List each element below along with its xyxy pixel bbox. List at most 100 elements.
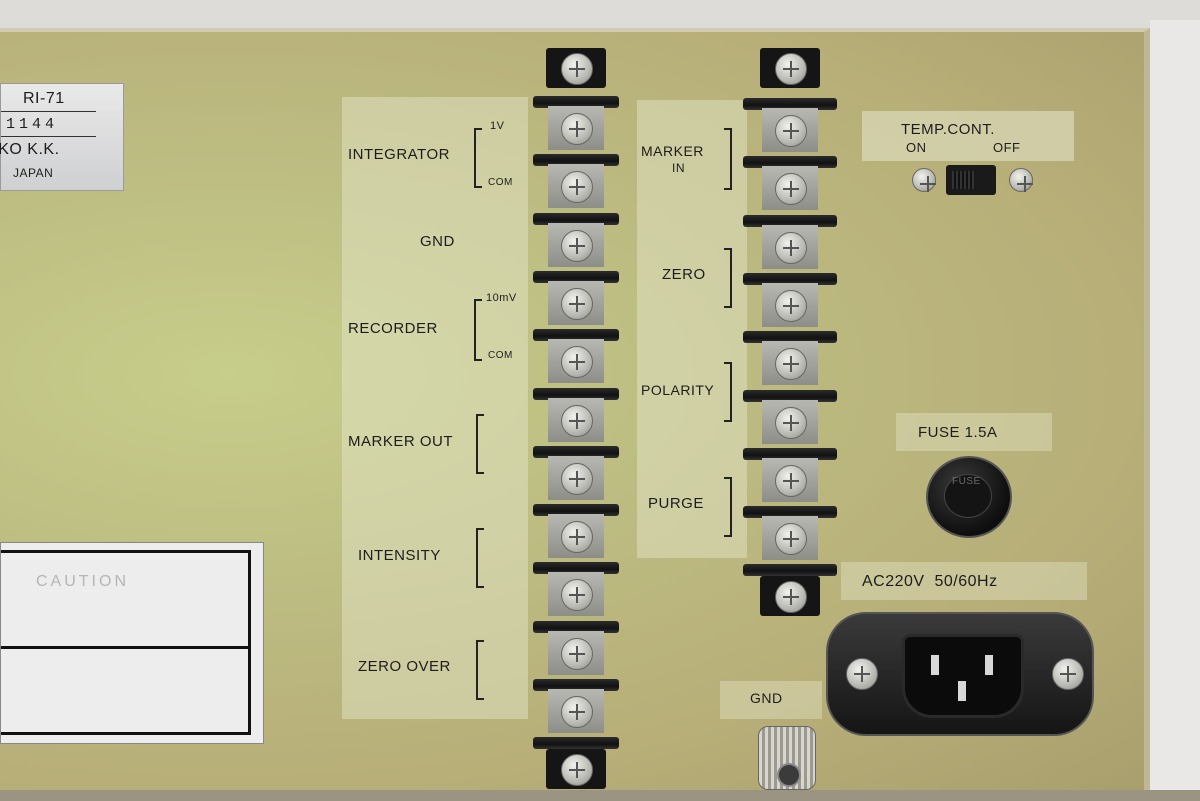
terminal-screw-icon[interactable] [775,523,807,556]
zero-label: ZERO [662,266,706,283]
nameplate: RI-71 1144 ENKO K.K. JAPAN [0,83,124,191]
ground-label-plate [720,681,822,719]
intensity-bracket [476,528,484,588]
terminal-screw-icon[interactable] [775,231,807,264]
fuse-label-plate [896,413,1052,451]
terminal-divider [743,506,837,519]
recorder-bracket [474,299,482,361]
terminal-screw-icon[interactable] [561,229,593,262]
temp-control-label: TEMP.CONT. [901,121,995,138]
terminal-divider [743,331,837,344]
terminal-block-left [533,48,619,790]
zero-over-label: ZERO OVER [358,658,451,675]
temp-switch-left-screw-icon [912,168,936,192]
fuse-cap-text: FUSE [952,476,981,487]
purge-bracket [724,477,732,537]
terminal-divider [533,270,619,283]
terminal-divider [533,445,619,458]
terminal-screw-icon[interactable] [561,287,593,320]
terminal-block-right [743,48,837,618]
terminal-divider [533,562,619,575]
end-cap-screw-icon [775,53,807,85]
inlet-pin-earth-icon [958,681,966,701]
integrator-com-label: COM [488,177,513,188]
fuse-rating-label: FUSE 1.5A [918,424,998,441]
toggle-lever[interactable] [952,171,974,189]
terminal-label-film-right [637,100,747,558]
zero-bracket [724,248,732,308]
terminal-divider [743,214,837,227]
marker-in-sub-label: IN [672,161,685,175]
recorder-10mv-label: 10mV [486,292,517,304]
terminal-divider [533,329,619,342]
terminal-divider [533,154,619,167]
marker-out-bracket [476,414,484,474]
terminal-divider [533,679,619,691]
terminal-screw-icon[interactable] [561,462,593,495]
nameplate-line-2 [1,136,96,137]
terminal-screw-icon[interactable] [775,464,807,497]
inlet-pin-right-icon [985,655,993,675]
polarity-bracket [724,362,732,422]
terminal-divider [743,272,837,285]
integrator-label: INTEGRATOR [348,146,450,163]
enclosure-edge [1150,20,1200,801]
marker-in-bracket [724,128,732,190]
fuse-cap-icon [944,474,992,518]
terminal-screw-icon[interactable] [561,171,593,204]
terminal-divider [533,504,619,517]
purge-label: PURGE [648,495,704,512]
ground-binding-post[interactable] [758,726,816,790]
integrator-bracket [474,128,482,188]
terminal-screw-icon[interactable] [561,579,593,612]
ac-inlet-flange [826,612,1094,736]
terminal-divider [533,96,619,108]
terminal-screw-icon[interactable] [775,289,807,322]
end-cap-screw-icon [775,581,807,614]
end-cap-screw-icon [561,754,593,787]
inlet-left-screw-icon [846,658,878,690]
terminal-divider [533,737,619,750]
temp-control-plate [862,111,1074,161]
marker-out-label: MARKER OUT [348,433,454,450]
terminal-label-film-left [342,97,528,719]
temp-switch-right-screw-icon [1009,168,1033,192]
terminal-screw-icon[interactable] [561,521,593,554]
integrator-1v-label: 1V [490,120,505,132]
terminal-screw-icon[interactable] [775,115,807,147]
manufacturer-name: ENKO K.K. [0,141,60,158]
temp-control-on-label: ON [906,140,927,155]
nameplate-line-1 [1,111,96,112]
temp-control-toggle-switch[interactable] [946,165,996,195]
terminal-divider [533,212,619,225]
gnd-terminal-label: GND [420,233,455,250]
terminal-divider [533,620,619,633]
terminal-screw-icon[interactable] [561,637,593,670]
panel-bottom-edge [0,790,1200,801]
recorder-label: RECORDER [348,320,438,337]
recorder-com-label: COM [488,350,513,361]
terminal-screw-icon[interactable] [561,113,593,145]
terminal-screw-icon[interactable] [775,406,807,439]
terminal-divider [533,387,619,400]
terminal-screw-icon[interactable] [775,173,807,206]
country-of-origin: JAPAN [13,166,54,180]
terminal-screw-icon[interactable] [561,696,593,728]
terminal-screw-icon[interactable] [775,348,807,381]
terminal-divider [743,564,837,577]
caution-label: CAUTION [0,542,264,744]
inlet-pin-left-icon [931,655,939,675]
power-rating-label: AC220V 50/60Hz [862,573,998,590]
terminal-screw-icon[interactable] [561,346,593,379]
ground-post-hole-icon [777,763,801,787]
caution-title: CAUTION [36,573,129,590]
temp-control-off-label: OFF [993,140,1021,155]
serial-number: 1144 [6,116,59,133]
ac-power-inlet[interactable] [902,634,1024,718]
terminal-screw-icon[interactable] [561,404,593,437]
terminal-divider [743,447,837,460]
caution-divider [1,646,248,649]
ground-post-label: GND [750,690,783,706]
zero-over-bracket [476,640,484,700]
fuse-holder[interactable]: FUSE [926,456,1012,538]
